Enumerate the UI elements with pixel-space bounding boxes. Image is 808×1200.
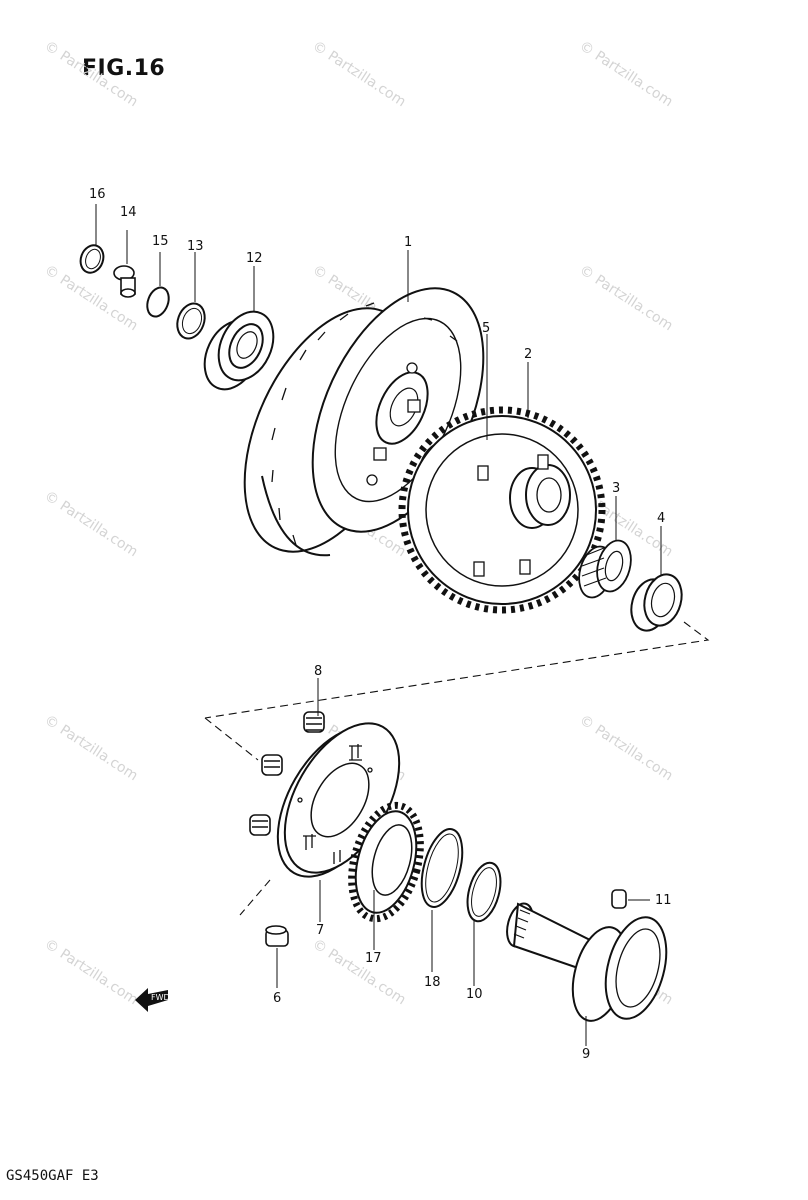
part-15-circlip[interactable] bbox=[143, 284, 172, 319]
model-code: GS450GAF E3 bbox=[6, 1168, 99, 1184]
callout-6: 6 bbox=[273, 991, 281, 1006]
callout-8: 8 bbox=[314, 664, 322, 679]
part-9-shaft[interactable] bbox=[503, 901, 677, 1027]
part-14-plug[interactable] bbox=[113, 265, 136, 298]
front-direction-arrow: FWD bbox=[135, 988, 170, 1012]
part-6-nut[interactable] bbox=[265, 925, 289, 947]
callout-4: 4 bbox=[657, 511, 665, 526]
axis-lines bbox=[204, 621, 710, 916]
callout-17: 17 bbox=[365, 951, 382, 966]
callout-14: 14 bbox=[120, 205, 137, 220]
part-10-ring[interactable] bbox=[462, 859, 507, 925]
callout-2: 2 bbox=[524, 347, 532, 362]
callout-numbers: 16 14 15 13 12 1 5 2 3 4 8 7 17 18 10 11… bbox=[89, 187, 672, 1062]
callout-11: 11 bbox=[655, 893, 672, 908]
part-18-circlip[interactable] bbox=[414, 825, 469, 912]
callout-3: 3 bbox=[612, 481, 620, 496]
part-12-bearing[interactable] bbox=[194, 303, 284, 398]
callout-7: 7 bbox=[316, 923, 324, 938]
callout-18: 18 bbox=[424, 975, 441, 990]
part-17-gear[interactable] bbox=[340, 798, 432, 927]
callout-15: 15 bbox=[152, 234, 169, 249]
callout-16: 16 bbox=[89, 187, 106, 202]
part-8-spring[interactable] bbox=[249, 711, 325, 836]
part-16-circlip[interactable] bbox=[77, 242, 107, 276]
part-4-washer[interactable] bbox=[626, 570, 687, 635]
part-13-ring[interactable] bbox=[173, 300, 210, 343]
part-7-one-way-clutch[interactable] bbox=[254, 704, 423, 896]
front-arrow-label: FWD bbox=[151, 993, 170, 1002]
part-2-starter-driven-gear[interactable] bbox=[398, 406, 606, 614]
part-11-pin[interactable] bbox=[611, 889, 627, 909]
figure-title: FIG.16 bbox=[82, 56, 166, 81]
callout-13: 13 bbox=[187, 239, 204, 254]
callout-10: 10 bbox=[466, 987, 483, 1002]
callout-9: 9 bbox=[582, 1047, 590, 1062]
callout-1: 1 bbox=[404, 235, 412, 250]
callout-12: 12 bbox=[246, 251, 263, 266]
leader-lines bbox=[95, 204, 662, 1046]
callout-5: 5 bbox=[482, 321, 490, 336]
part-3-needle-bearing[interactable] bbox=[574, 537, 636, 602]
